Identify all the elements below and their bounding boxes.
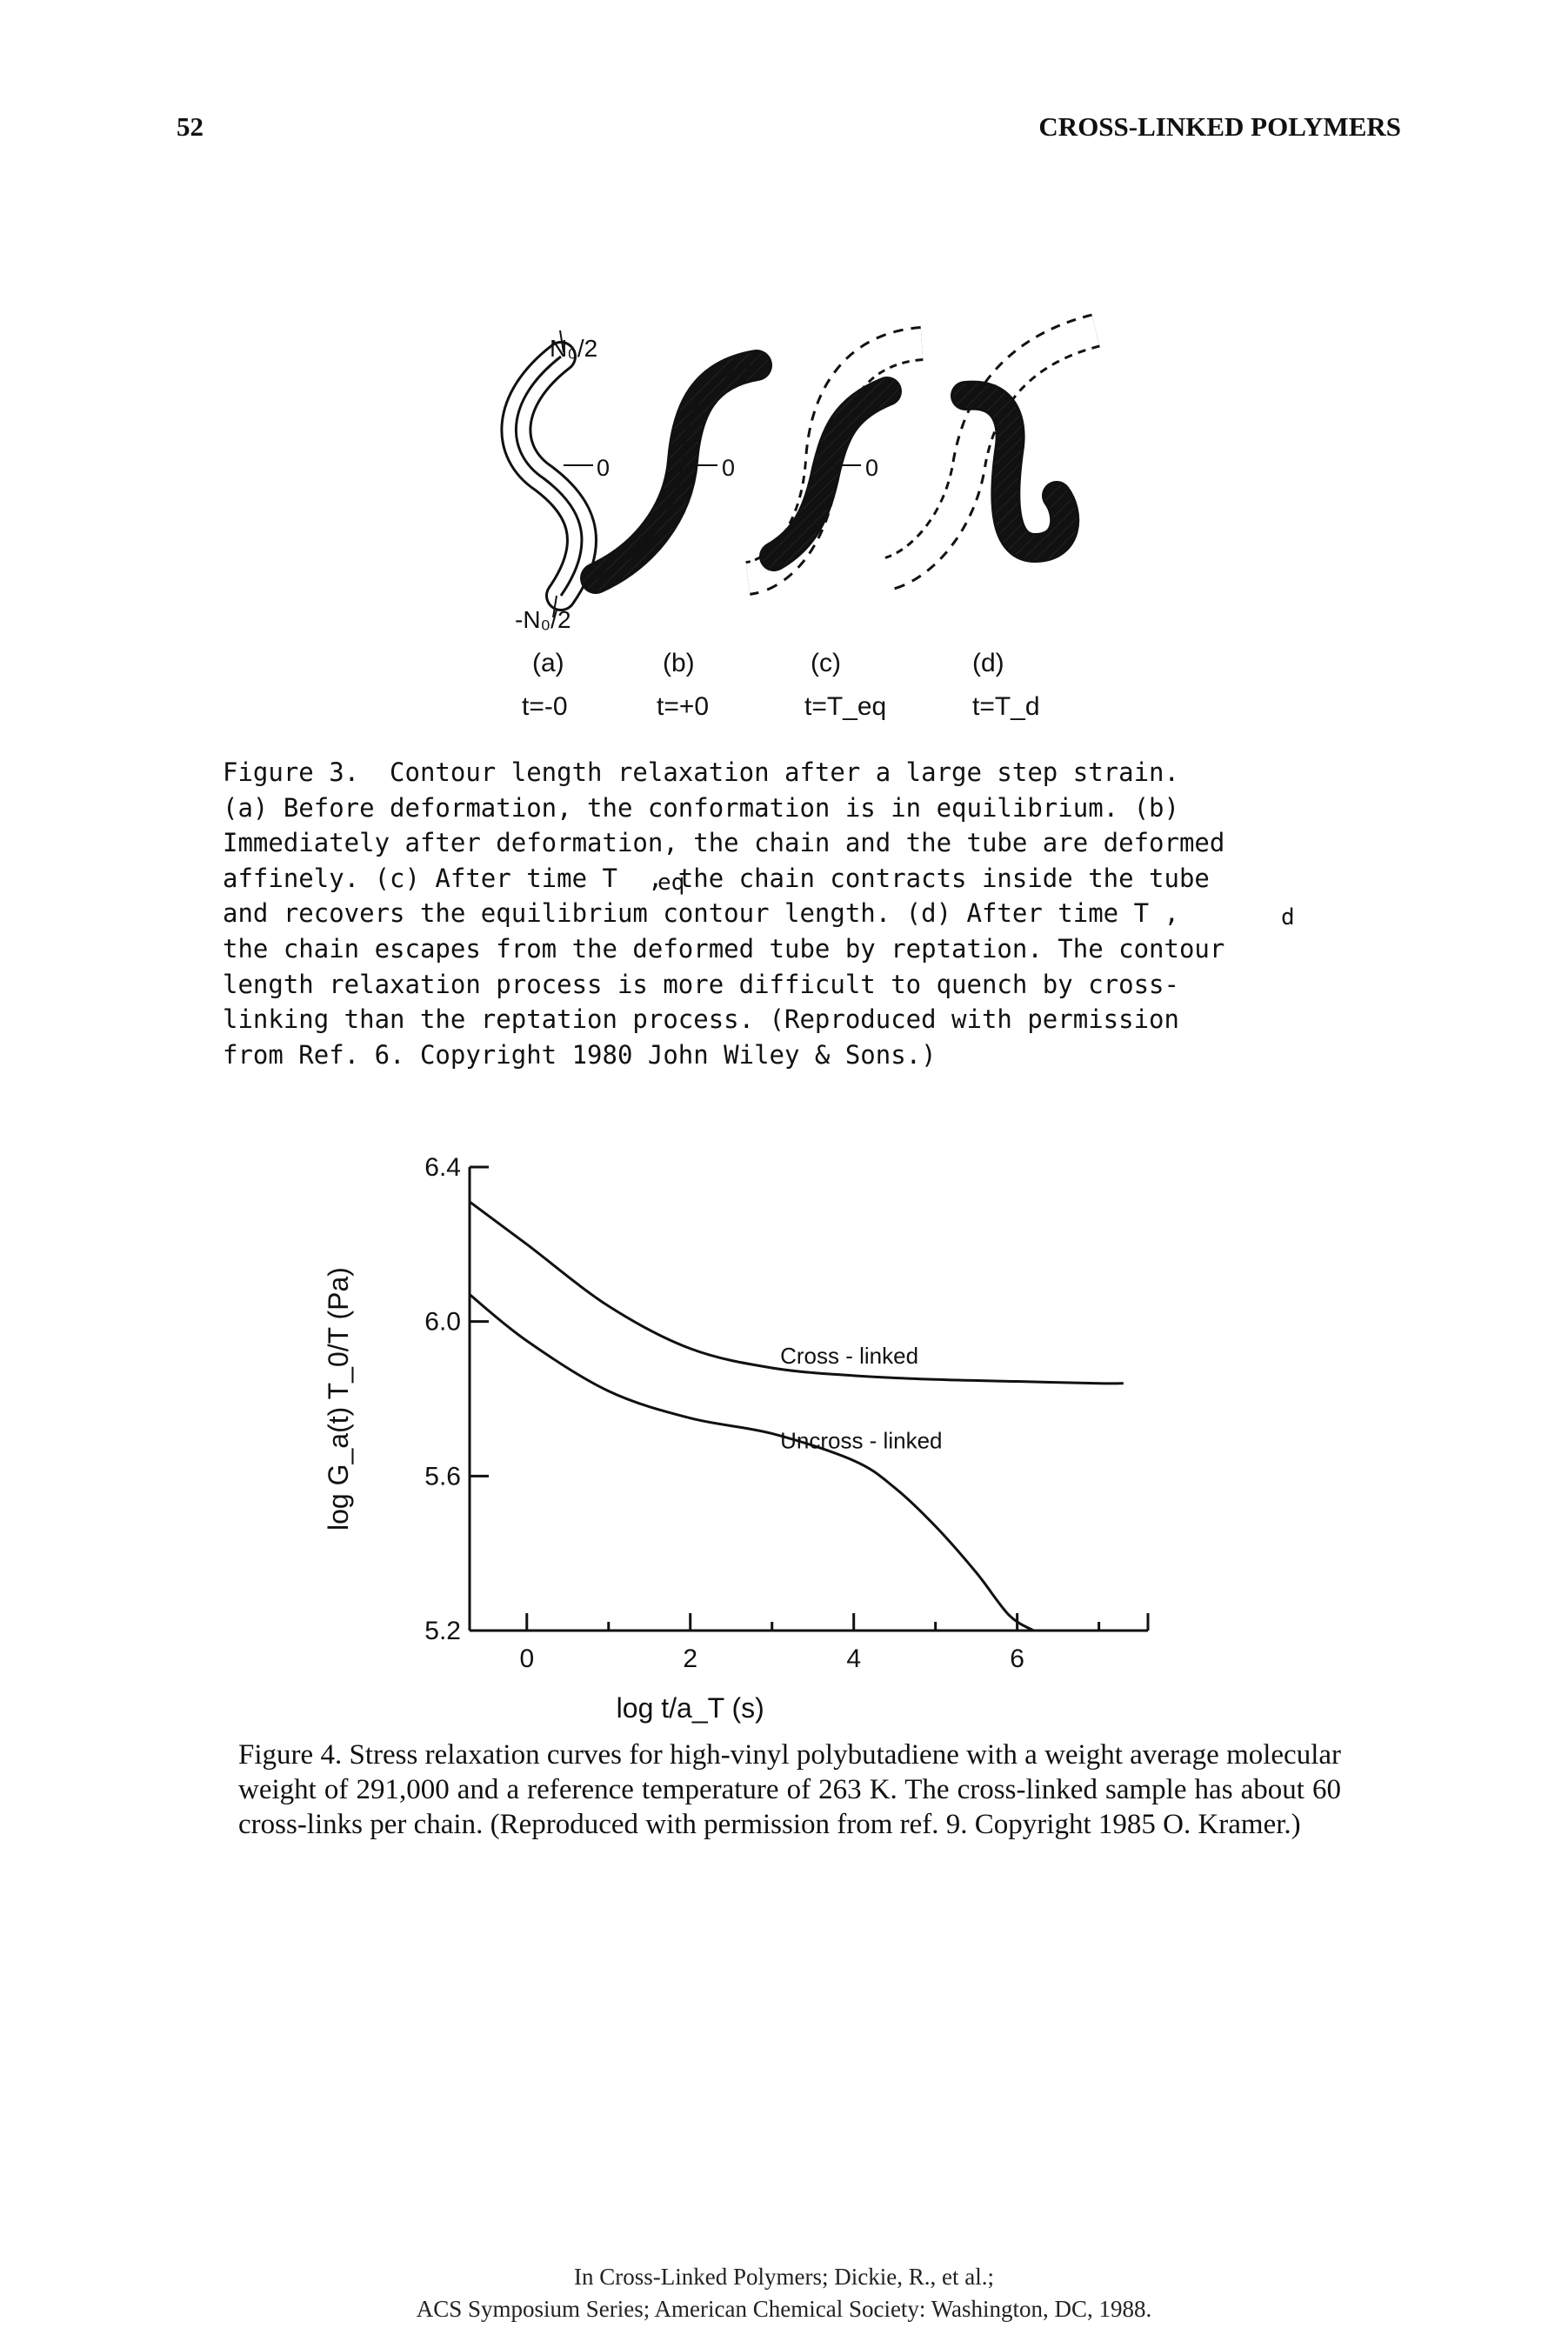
series-label-uncross-linked: Uncross - linked	[780, 1428, 942, 1454]
panel-letter-d: (d)	[972, 649, 1004, 677]
label-origin-c: 0	[865, 455, 878, 481]
caption3-line: Immediately after deformation, the chain…	[223, 828, 1225, 858]
page-number: 52	[177, 111, 204, 142]
panel-time-c: t=T_eq	[804, 692, 886, 721]
caption3-line: length relaxation process is more diffic…	[223, 969, 1179, 999]
tube-c-shape	[744, 326, 924, 596]
x-axis-label: log t/a_T (s)	[617, 1692, 764, 1724]
figure3-diagram: N₀/2 -N₀/2 0 0 0 (a) (b) (c) (d) t=-0 t=…	[500, 313, 1101, 721]
subscript-d: d	[1281, 904, 1295, 931]
panel-time-d: t=T_d	[972, 692, 1040, 721]
chart-axes	[468, 1165, 1150, 1632]
x-tick-label: 0	[519, 1644, 534, 1673]
y-tick-label: 6.4	[424, 1153, 461, 1182]
y-tick-label: 5.6	[424, 1462, 461, 1491]
series-label-cross-linked: Cross - linked	[780, 1343, 918, 1369]
tube-a-shape	[500, 330, 597, 618]
label-origin-a: 0	[597, 455, 610, 481]
caption3-line: Figure 3. Contour length relaxation afte…	[223, 757, 1179, 787]
panel-time-b: t=+0	[657, 692, 709, 721]
footer-series: ACS Symposium Series; American Chemical …	[416, 2296, 1152, 2322]
x-tick-label: 2	[683, 1644, 697, 1673]
label-top: N₀/2	[550, 335, 597, 362]
y-axis-label: log G_a(t) T_0/T (Pa)	[323, 1267, 354, 1531]
caption3-line: affinely. (c) After time T , the chain c…	[223, 863, 1210, 893]
running-title: CROSS-LINKED POLYMERS	[1038, 111, 1401, 142]
x-tick-label: 4	[846, 1644, 861, 1673]
figure3-caption: Figure 3. Contour length relaxation afte…	[223, 755, 1371, 1072]
chart-lines	[469, 1200, 1124, 1632]
y-tick-label: 6.0	[424, 1308, 461, 1337]
caption3-line: from Ref. 6. Copyright 1980 John Wiley &…	[223, 1039, 937, 1070]
tube-d-shape	[882, 313, 1101, 591]
caption3-line: and recovers the equilibrium contour len…	[223, 898, 1179, 929]
caption3-line: the chain escapes from the deformed tube…	[223, 933, 1225, 964]
tube-b-shape	[580, 350, 772, 594]
label-origin-b: 0	[722, 455, 735, 481]
x-tick-label: 6	[1010, 1644, 1024, 1673]
series-line-cross-linked	[469, 1200, 1124, 1385]
panel-letter-c: (c)	[811, 649, 841, 677]
caption3-line: (a) Before deformation, the conformation…	[223, 792, 1179, 823]
subscript-eq: eq	[657, 870, 685, 896]
label-bottom: -N₀/2	[515, 606, 571, 633]
series-line-uncross-linked	[469, 1293, 1035, 1632]
panel-letter-b: (b)	[663, 649, 695, 677]
figure4-caption: Figure 4. Stress relaxation curves for h…	[238, 1739, 1341, 1840]
y-tick-label: 5.2	[424, 1617, 461, 1645]
caption3-line: linking than the reptation process. (Rep…	[223, 1004, 1179, 1035]
footer-citation: In Cross-Linked Polymers; Dickie, R., et…	[574, 2264, 994, 2290]
panel-time-a: t=-0	[522, 692, 568, 721]
panel-letter-a: (a)	[532, 649, 564, 677]
